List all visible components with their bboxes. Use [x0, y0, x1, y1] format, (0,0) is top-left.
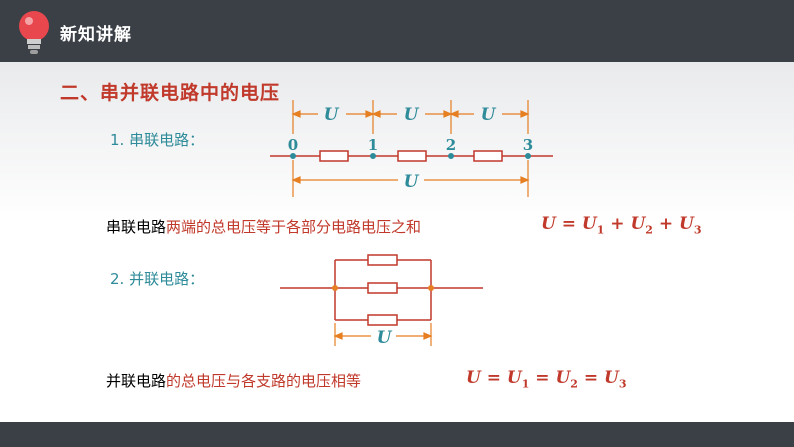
series-formula: U = U1 + U2 + U3 — [541, 214, 702, 237]
parallel-rule-subject: 并联电路 — [106, 372, 167, 390]
parallel-total-label: U — [377, 328, 393, 348]
slide-content — [0, 62, 794, 422]
series-resistor-2 — [397, 150, 427, 162]
point-label-2: 2 — [446, 136, 456, 154]
parallel-rule-text: 并联电路的总电压与各支路的电压相等 — [106, 370, 361, 391]
series-rule-subject: 串联电路 — [106, 218, 167, 236]
series-rule-highlight: 两端的总电压等于各部分电路电压之和 — [166, 218, 422, 236]
point-label-3: 3 — [523, 136, 533, 154]
parallel-rule-highlight: 总电压与各支路的电压相等 — [181, 372, 362, 390]
segment-label-u1: U — [324, 105, 340, 125]
footer-bar — [0, 422, 794, 447]
parallel-resistor-2 — [367, 282, 398, 294]
parallel-resistor-3 — [367, 314, 398, 326]
series-label: 1. 串联电路： — [110, 131, 205, 149]
lightbulb-icon — [19, 11, 49, 54]
header-bar: 新知讲解 — [0, 0, 794, 62]
point-label-0: 0 — [288, 136, 298, 154]
point-label-1: 1 — [368, 136, 378, 154]
parallel-rule-connector: 的 — [166, 372, 182, 390]
series-resistor-1 — [319, 150, 349, 162]
header-title: 新知讲解 — [60, 25, 132, 45]
parallel-label: 2. 并联电路： — [110, 270, 205, 288]
series-total-label: U — [404, 172, 420, 192]
series-resistor-3 — [473, 150, 503, 162]
parallel-circuit: U — [280, 254, 483, 348]
segment-label-u3: U — [481, 105, 497, 125]
series-circuit: 0 1 2 3 U U U — [270, 100, 553, 197]
series-rule-text: 串联电路两端的总电压等于各部分电路电压之和 — [106, 216, 421, 237]
parallel-resistor-1 — [367, 254, 398, 266]
segment-label-u2: U — [404, 105, 420, 125]
section-title: 二、串并联电路中的电压 — [60, 82, 281, 104]
parallel-formula: U = U1 = U2 = U3 — [466, 368, 627, 391]
